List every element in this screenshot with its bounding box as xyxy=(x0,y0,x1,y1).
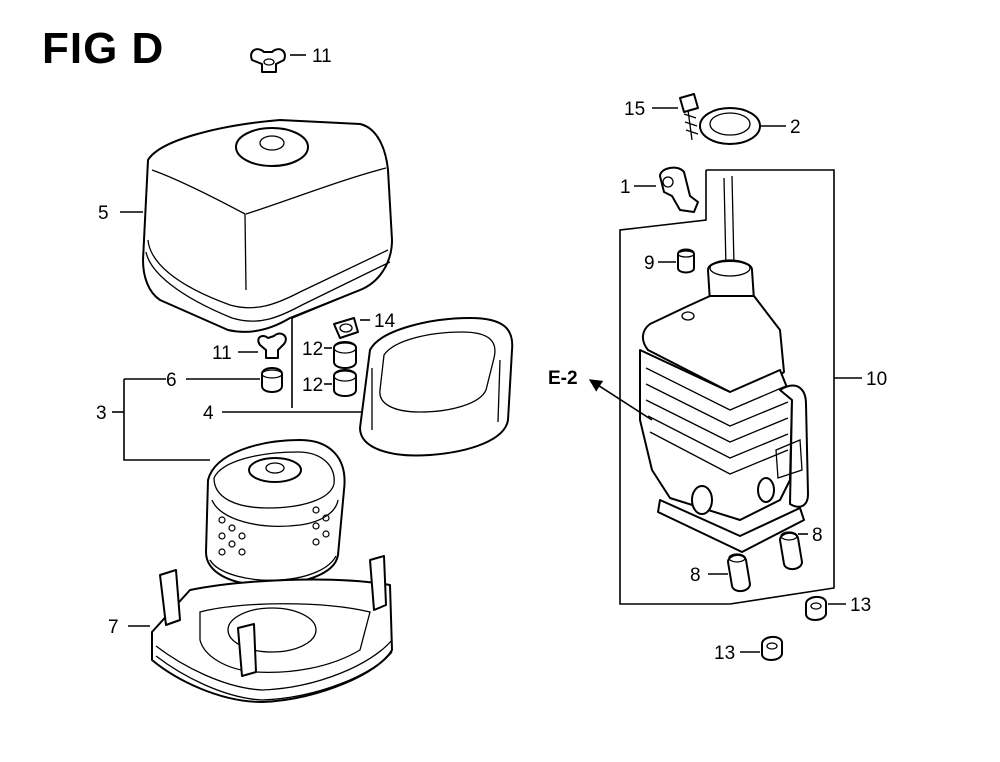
pin-8-right xyxy=(779,531,803,570)
callout-8-right: 8 xyxy=(812,525,823,546)
callout-10: 10 xyxy=(866,369,887,390)
callout-5: 5 xyxy=(98,203,109,224)
collar-12-upper xyxy=(333,341,357,369)
callout-11-lower: 11 xyxy=(212,343,232,364)
callout-7: 7 xyxy=(108,617,119,638)
callout-3: 3 xyxy=(96,403,107,424)
nut-13-upper xyxy=(805,596,827,621)
callout-2: 2 xyxy=(790,117,801,138)
callout-11-top: 11 xyxy=(312,46,332,67)
air-cleaner-case xyxy=(151,555,393,703)
callout-9: 9 xyxy=(644,253,655,274)
callout-12-upper: 12 xyxy=(302,339,323,360)
wing-nut-top xyxy=(250,48,286,73)
callout-6: 6 xyxy=(166,370,177,391)
callout-1: 1 xyxy=(620,177,631,198)
figure-title: FIG D xyxy=(42,24,165,73)
collar-12-lower xyxy=(333,369,357,397)
callout-12-lower: 12 xyxy=(302,375,323,396)
callout-13-lower: 13 xyxy=(714,643,735,664)
callout-13-upper: 13 xyxy=(850,595,871,616)
nut-13-lower xyxy=(761,636,783,661)
callout-15: 15 xyxy=(624,99,645,120)
air-cleaner-cover xyxy=(142,119,393,333)
foam-element xyxy=(359,317,514,457)
bolt-15 xyxy=(679,93,699,141)
grommet-9 xyxy=(677,248,695,274)
callout-14: 14 xyxy=(374,311,396,332)
paper-element xyxy=(205,439,346,586)
grommet-6 xyxy=(261,367,283,393)
seal-ring xyxy=(699,107,761,145)
air-cleaner-elbow xyxy=(639,175,809,553)
pin-8-left xyxy=(727,553,751,592)
callout-4: 4 xyxy=(203,403,214,424)
callout-8-left: 8 xyxy=(690,565,701,586)
nut-14 xyxy=(333,317,359,339)
wing-nut-lower xyxy=(257,332,287,359)
reference-e2: E-2 xyxy=(548,368,578,389)
clip-1 xyxy=(659,166,699,213)
